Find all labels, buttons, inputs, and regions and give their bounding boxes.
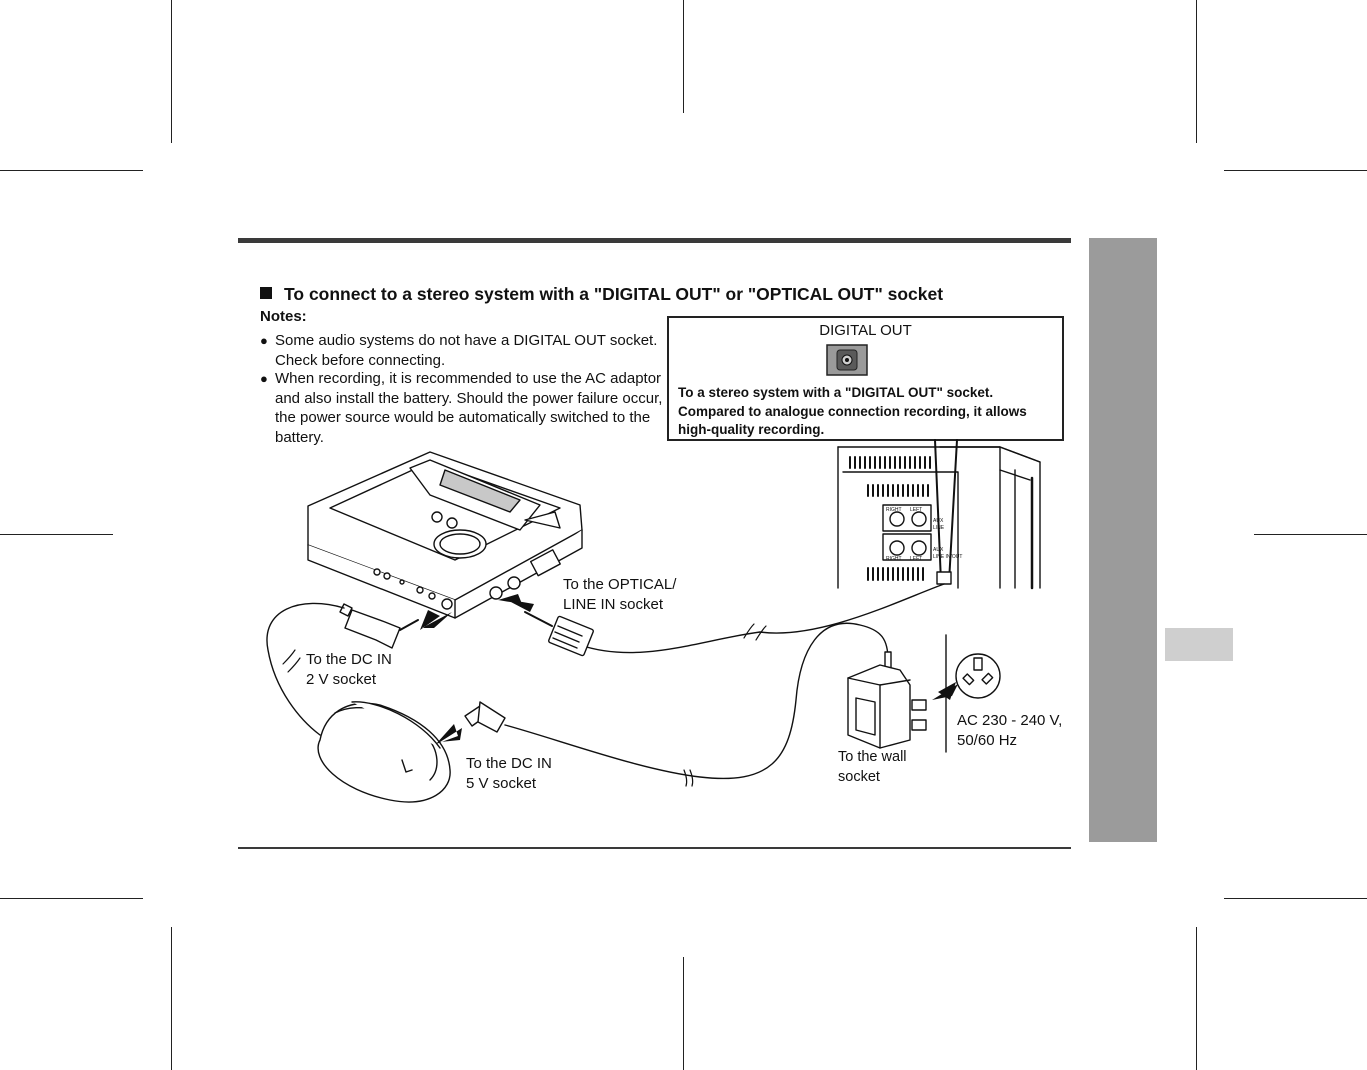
arrow-icon (436, 724, 462, 744)
minidisc-recorder (307, 451, 583, 619)
digital-out-callout: DIGITAL OUT To a stereo system with a "D… (667, 316, 1064, 441)
wall-outlet (945, 634, 1001, 753)
note-text: Some audio systems do not have a DIGITAL… (275, 332, 658, 369)
panel-label-line: LINE (933, 525, 945, 531)
dc-5v-cable (504, 622, 889, 780)
battery-charger-stand (317, 701, 451, 803)
note-text: When recording, it is recommended to use… (275, 370, 663, 446)
dc-2v-cable (266, 602, 345, 736)
panel-label-left: LEFT (910, 556, 922, 562)
bullet-icon: ● (260, 371, 268, 386)
section-heading-text: To connect to a stereo system with a "DI… (284, 284, 944, 304)
ac-adaptor (847, 651, 927, 749)
label-dc-2v: To the DC IN 2 V socket (306, 650, 392, 689)
panel-label-left: LEFT (910, 507, 922, 513)
arrow-icon (420, 610, 452, 630)
section-heading: To connect to a stereo system with a "DI… (260, 284, 943, 305)
callout-body: To a stereo system with a "DIGITAL OUT" … (678, 385, 1027, 437)
label-dc-5v: To the DC IN 5 V socket (466, 754, 552, 793)
stereo-rear-panel (837, 446, 1041, 590)
panel-label-right: RIGHT (886, 507, 902, 513)
crop-mark (0, 898, 143, 899)
crop-mark (1224, 170, 1367, 171)
arrow-icon (498, 594, 534, 612)
optical-cable (579, 583, 945, 654)
callout-title: DIGITAL OUT (819, 322, 912, 339)
panel-label-right: RIGHT (886, 556, 902, 562)
note-item: ● When recording, it is recommended to u… (260, 369, 675, 447)
black-square-bullet-icon (260, 287, 272, 299)
crop-mark (0, 534, 113, 535)
side-tab-marker (1165, 628, 1233, 661)
notes-title: Notes: (260, 308, 307, 325)
callout-pointer (934, 439, 958, 583)
arrow-icon (932, 682, 958, 700)
label-optical-line1: To the OPTICAL/ (563, 576, 677, 593)
crop-mark (171, 927, 172, 1070)
dc-2v-plug (339, 603, 419, 649)
label-dc-5v-line1: To the DC IN (466, 755, 552, 772)
bullet-icon: ● (260, 333, 268, 348)
label-ac-line1: AC 230 - 240 V, (957, 712, 1063, 729)
crop-mark (1196, 0, 1197, 143)
crop-mark (1224, 898, 1367, 899)
label-dc-5v-line2: 5 V socket (466, 774, 537, 792)
label-wall: To the wall socket (838, 748, 907, 787)
crop-mark (683, 0, 684, 113)
crop-mark (171, 0, 172, 143)
label-dc-2v-line1: To the DC IN (306, 651, 392, 668)
panel-label-line-in-out: LINE IN/OUT (933, 554, 962, 560)
optical-socket-icon (826, 344, 868, 376)
panel-label-aux: AUX (933, 547, 944, 553)
side-tab (1089, 238, 1157, 842)
label-wall-line1: To the wall (838, 749, 907, 765)
label-ac: AC 230 - 240 V, 50/60 Hz (957, 711, 1062, 750)
crop-mark (1254, 534, 1367, 535)
label-dc-2v-line2: 2 V socket (306, 670, 377, 688)
dc-5v-plug (464, 701, 506, 733)
optical-plug (524, 611, 594, 657)
note-item: ● Some audio systems do not have a DIGIT… (260, 331, 675, 370)
bottom-rule (238, 847, 1071, 849)
panel-label-aux: AUX (933, 518, 944, 524)
top-rule (238, 238, 1071, 243)
label-optical-line2: LINE IN socket (563, 595, 664, 613)
crop-mark (0, 170, 143, 171)
label-optical: To the OPTICAL/ LINE IN socket (563, 575, 676, 614)
crop-mark (683, 957, 684, 1070)
label-ac-line2: 50/60 Hz (957, 731, 1018, 749)
label-wall-line2: socket (838, 768, 880, 785)
crop-mark (1196, 927, 1197, 1070)
